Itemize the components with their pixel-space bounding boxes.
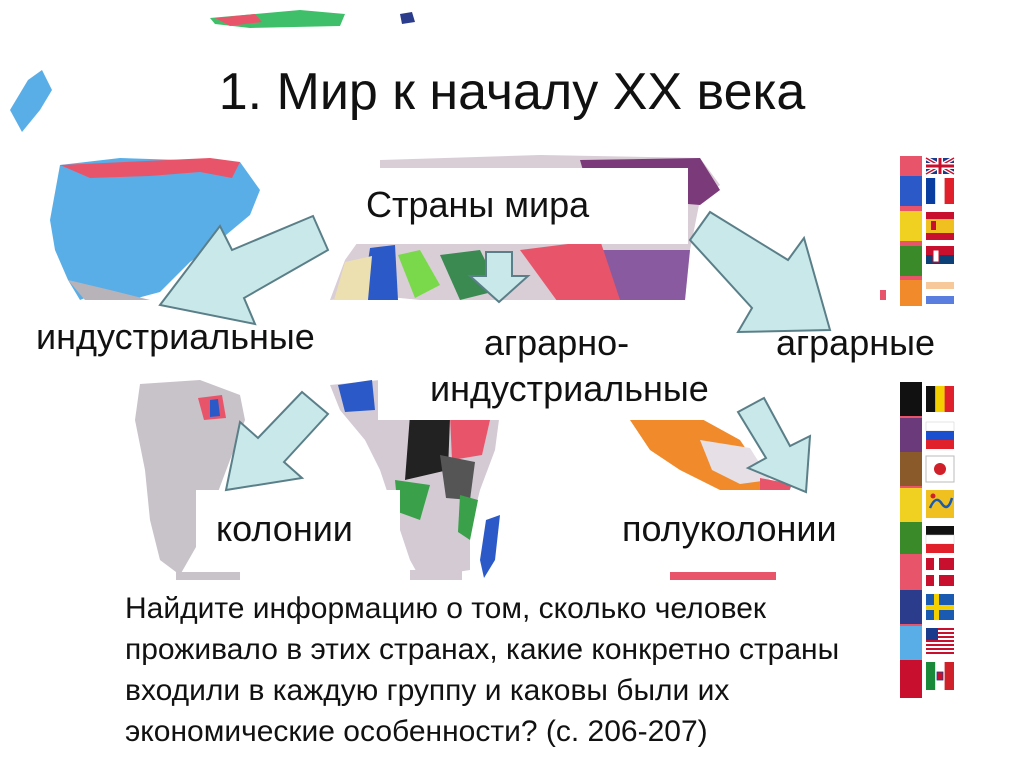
uk-flag-icon — [925, 156, 955, 176]
semicolonies-label: полуколонии — [622, 508, 837, 549]
arrow-to-colonies — [224, 390, 330, 492]
spain-flag-icon — [926, 212, 954, 240]
industrial-label: индустриальные — [36, 316, 315, 357]
flags-column-top — [900, 156, 955, 306]
china-flag-icon — [926, 490, 954, 518]
slide-title: 1. Мир к началу XX века — [218, 63, 806, 121]
agro-industrial-label-line1: аграрно- — [484, 322, 630, 363]
question-text: Найдите информацию о том, сколько челове… — [125, 592, 840, 748]
usa-flag-icon — [926, 628, 954, 654]
root-label: Страны мира — [366, 184, 590, 225]
map-south-america — [135, 380, 245, 575]
colonies-label: колонии — [216, 508, 353, 549]
arrow-to-agro-industrial — [467, 251, 531, 304]
arrow-to-agrarian — [688, 210, 832, 334]
root-box — [352, 168, 688, 244]
denmark-flag-icon — [926, 558, 954, 586]
france-flag-icon — [926, 178, 954, 204]
arrow-to-industrial — [158, 214, 330, 326]
arrow-to-semicolonies — [736, 396, 812, 494]
germany-flag-icon — [925, 526, 955, 553]
belgium-flag-icon — [926, 386, 954, 412]
agro-industrial-box — [378, 300, 738, 420]
japan-flag-icon — [925, 455, 955, 483]
flags-column-bottom — [900, 382, 955, 698]
italy-flag-icon — [926, 662, 954, 690]
colonies-box — [196, 490, 400, 572]
russia-flag-icon — [925, 421, 955, 449]
map-north-america — [50, 158, 260, 300]
netherlands-flag-icon — [926, 282, 954, 304]
question-box — [100, 580, 900, 767]
map-fragment-left — [10, 70, 52, 132]
semicolonies-box — [602, 490, 902, 572]
serbia-flag-icon — [926, 246, 954, 273]
agro-industrial-label-line2: индустриальные — [430, 368, 709, 409]
sweden-flag-icon — [926, 594, 954, 620]
